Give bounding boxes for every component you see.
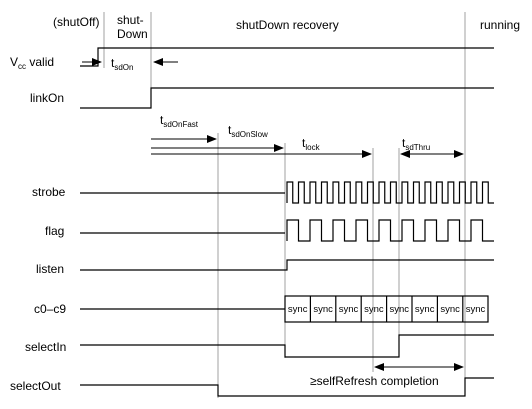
- sync-cell-label: sync: [466, 304, 486, 315]
- timing-label-t-sdonfast: tsdOnFast: [160, 113, 199, 129]
- waveform-linkon: [80, 87, 494, 109]
- sync-cell-label: sync: [288, 304, 308, 315]
- sync-cell-label: sync: [339, 304, 359, 315]
- waveform-selectin: [80, 334, 494, 358]
- annotation-selfrefresh-completion: ≥selfRefresh completion: [310, 374, 439, 388]
- phase-shutoff-label: (shutOff): [53, 15, 99, 29]
- signal-label-selectin: selectIn: [25, 340, 66, 354]
- signal-label-listen: listen: [36, 262, 64, 276]
- phase-shutdown-label-line2: Down: [117, 27, 148, 41]
- phase-recovery-label: shutDown recovery: [236, 18, 339, 32]
- sync-cell-label: sync: [415, 304, 435, 315]
- waveform-selectout: [80, 377, 494, 397]
- waveform-vcc-valid: [80, 47, 494, 67]
- phase-shutdown-label-line1: shut-: [117, 13, 144, 27]
- sync-cell-label: sync: [390, 304, 410, 315]
- timing-label-t-sdon: tsdOn: [111, 56, 133, 72]
- signal-label-selectout: selectOut: [10, 379, 61, 393]
- phase-running-label: running: [480, 18, 520, 32]
- sync-cell-label: sync: [313, 304, 333, 315]
- waveform-strobe: [80, 181, 494, 204]
- waveform-c0-c9: sync sync sync sync sync sync sync sync: [80, 295, 489, 323]
- timing-label-t-sdonslow: tsdOnSlow: [228, 123, 268, 139]
- signal-label-flag: flag: [45, 224, 64, 238]
- signal-label-vcc-valid: Vcc valid: [10, 55, 54, 71]
- waveform-listen: [80, 259, 494, 271]
- sync-cell-label: sync: [440, 304, 460, 315]
- timing-label-t-lock: tlock: [302, 136, 321, 152]
- signal-label-c0-c9: c0–c9: [34, 302, 66, 316]
- signal-label-linkon: linkOn: [30, 91, 64, 105]
- vertical-gridlines: [103, 12, 466, 398]
- sync-cell-label: sync: [364, 304, 384, 315]
- waveform-flag: [80, 219, 494, 242]
- timing-label-t-sdthru: tsdThru: [402, 136, 430, 152]
- signal-label-strobe: strobe: [32, 185, 66, 199]
